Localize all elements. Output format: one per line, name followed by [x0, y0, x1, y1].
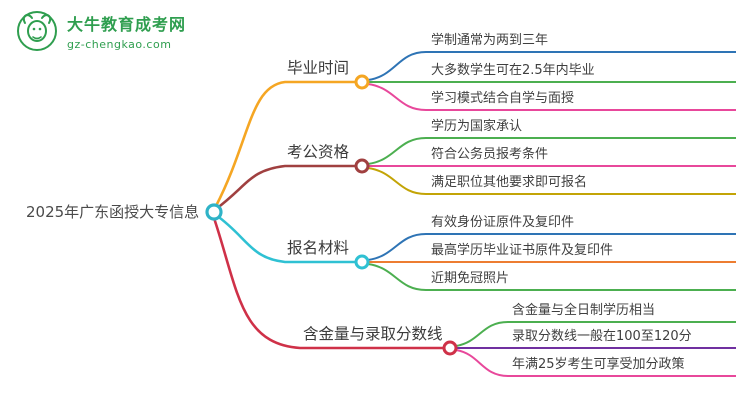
leaf-line — [367, 137, 736, 165]
leaf-label: 大多数学生可在2.5年内毕业 — [431, 63, 595, 78]
leaf-line — [367, 233, 736, 261]
logo-site-name: 大牛教育成考网 — [67, 15, 187, 34]
leaf-label: 年满25岁考生可享受加分政策 — [512, 357, 685, 372]
branch-line-graduation — [214, 80, 356, 207]
branch-line-civil-exam — [215, 164, 356, 211]
root-topic-label: 2025年广东函授大专信息 — [26, 203, 200, 221]
branch-label-materials: 报名材料 — [287, 239, 350, 257]
site-logo[interactable]: 大牛教育成考网 gz-chengkao.com — [14, 8, 186, 52]
leaf-label: 近期免冠照片 — [431, 271, 510, 286]
leaf-label: 录取分数线一般在100至120分 — [512, 329, 692, 344]
leaf-label: 符合公务员报考条件 — [431, 147, 549, 162]
leaf-line — [455, 349, 736, 377]
branch-node-circle — [442, 340, 458, 356]
leaf-line — [367, 167, 736, 195]
leaf-line — [367, 51, 736, 81]
leaf-label: 学制通常为两到三年 — [431, 33, 549, 48]
branch-label-value-score: 含金量与录取分数线 — [303, 325, 443, 343]
leaf-line — [367, 263, 736, 291]
leaf-label: 学历为国家承认 — [431, 119, 523, 134]
branch-node-circle — [354, 254, 370, 270]
logo-bull-icon — [17, 11, 57, 51]
branch-line-value-score — [212, 217, 444, 350]
branch-label-graduation: 毕业时间 — [287, 59, 350, 77]
leaf-label: 含金量与全日制学历相当 — [512, 303, 656, 318]
leaf-label: 有效身份证原件及复印件 — [431, 215, 575, 230]
logo-site-url: gz-chengkao.com — [67, 38, 172, 51]
leaf-label: 最高学历毕业证书原件及复印件 — [431, 243, 614, 258]
branch-line-materials — [215, 213, 356, 264]
leaf-line — [367, 83, 736, 111]
branch-label-civil-exam: 考公资格 — [287, 143, 350, 161]
leaf-label: 学习模式结合自学与面授 — [431, 91, 575, 106]
branch-node-circle — [354, 74, 370, 90]
root-node-circle — [205, 203, 223, 221]
leaf-label: 满足职位其他要求即可报名 — [431, 175, 588, 190]
leaf-line — [455, 321, 736, 347]
branch-node-circle — [354, 158, 370, 174]
